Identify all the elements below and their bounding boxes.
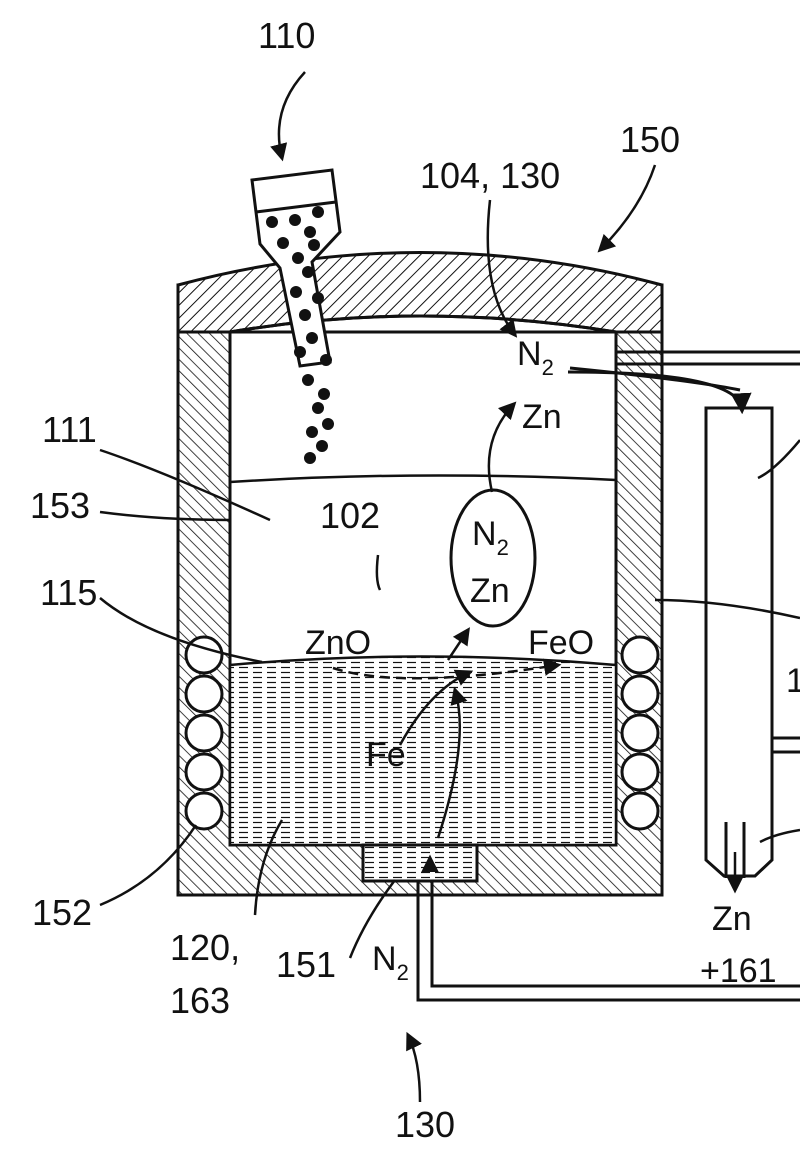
label-110: 110 xyxy=(258,15,315,56)
induction-coil-right xyxy=(622,637,658,829)
species-zn-product: Zn xyxy=(712,900,752,938)
leader-150 xyxy=(600,165,655,250)
label-150: 150 xyxy=(620,119,680,160)
label-163: 163 xyxy=(170,980,230,1021)
label-120: 120, xyxy=(170,927,240,968)
label-153: 153 xyxy=(30,485,90,526)
label-130: 130 xyxy=(395,1104,455,1145)
label-115: 115 xyxy=(40,572,97,613)
species-fe: Fe xyxy=(366,736,406,774)
species-feo: FeO xyxy=(528,624,594,662)
label-111: 111 xyxy=(42,409,97,450)
molten-bath xyxy=(230,657,616,846)
label-104-130: 104, 130 xyxy=(420,155,560,196)
leader-130-bottom xyxy=(408,1035,420,1102)
leader-110 xyxy=(279,72,305,158)
bottom-inlet-block xyxy=(363,845,477,881)
furnace-lid xyxy=(178,253,662,333)
condenser xyxy=(706,408,772,878)
species-zn-rise: Zn xyxy=(522,398,562,436)
species-zn-bubble: Zn xyxy=(470,572,510,610)
species-zno: ZnO xyxy=(305,624,371,662)
partial-label-1: 1 xyxy=(786,662,800,700)
label-102: 102 xyxy=(320,495,380,536)
product-suffix: +161 xyxy=(700,952,777,990)
species-n2-inlet: N2 xyxy=(372,940,409,985)
induction-coil-left xyxy=(186,637,222,829)
label-151: 151 xyxy=(276,944,336,985)
label-152: 152 xyxy=(32,892,92,933)
